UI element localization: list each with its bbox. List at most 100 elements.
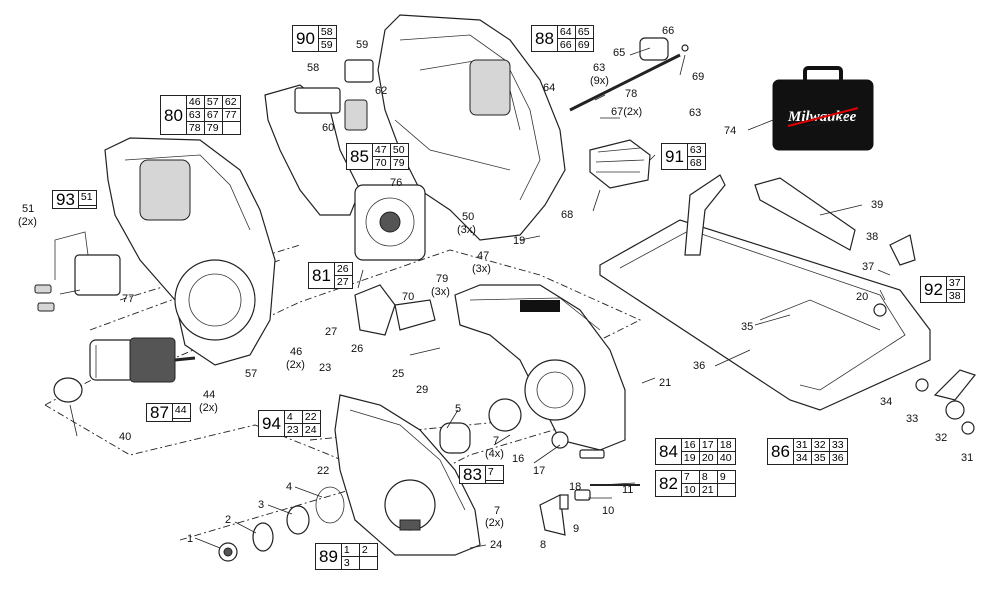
kit-part: 24 bbox=[304, 424, 317, 436]
callout-22: 22 bbox=[317, 465, 329, 477]
callout-16: 16 bbox=[512, 453, 524, 465]
dust-chute bbox=[354, 284, 436, 336]
callout-50-qty: (3x) bbox=[457, 224, 476, 236]
kit-part: 7 bbox=[485, 466, 503, 481]
kit-part bbox=[718, 484, 735, 496]
callout-79-qty: (3x) bbox=[431, 286, 450, 298]
kit-81: 81 26 27 bbox=[308, 262, 353, 289]
kit-part: 9 bbox=[717, 471, 735, 484]
callout-29: 29 bbox=[416, 384, 428, 396]
kit-part: 62 bbox=[222, 96, 240, 109]
callout-17: 17 bbox=[533, 465, 545, 477]
callout-44: 44 bbox=[203, 389, 215, 401]
kit-number: 81 bbox=[309, 263, 335, 288]
callout-1: 1 bbox=[187, 533, 193, 545]
kit-part: 26 bbox=[334, 263, 352, 276]
callout-64: 64 bbox=[543, 82, 555, 94]
kit-part: 59 bbox=[320, 39, 333, 51]
kit-part: 46 bbox=[186, 96, 205, 109]
kit-part: 35 bbox=[812, 452, 830, 464]
callout-11: 11 bbox=[622, 484, 633, 496]
kit-80: 80 46 57 62 63 67 77 78 79 bbox=[160, 95, 241, 135]
callout-37: 37 bbox=[862, 261, 874, 273]
kit-number: 84 bbox=[656, 439, 682, 464]
kit-part-empty bbox=[223, 122, 240, 134]
kit-91: 91 63 68 bbox=[661, 143, 706, 170]
kit-part: 7 bbox=[681, 471, 700, 484]
callout-50: 50 bbox=[462, 211, 474, 223]
kit-part: 31 bbox=[793, 439, 812, 452]
kit-number: 89 bbox=[316, 544, 342, 569]
bevel-parts bbox=[915, 369, 977, 435]
callout-34: 34 bbox=[880, 396, 892, 408]
kit-93: 93 51 bbox=[52, 190, 97, 209]
callout-69: 69 bbox=[692, 71, 704, 83]
kit-part: 58 bbox=[318, 26, 336, 39]
kit-number: 87 bbox=[147, 404, 173, 421]
callout-68: 68 bbox=[561, 209, 573, 221]
callout-7b-qty: (2x) bbox=[485, 517, 504, 529]
callout-24: 24 bbox=[490, 539, 502, 551]
leader-lines bbox=[59, 47, 891, 549]
callout-77: 77 bbox=[122, 293, 134, 305]
kit-part: 8 bbox=[699, 471, 718, 484]
callout-32: 32 bbox=[935, 432, 947, 444]
callout-19: 19 bbox=[513, 235, 525, 247]
kit-86: 86 31 32 33 34 35 36 bbox=[767, 438, 848, 465]
callout-36: 36 bbox=[693, 360, 705, 372]
electronics-assembly bbox=[264, 59, 426, 261]
callout-62: 62 bbox=[375, 85, 387, 97]
callout-3: 3 bbox=[258, 499, 264, 511]
callout-8: 8 bbox=[540, 539, 546, 551]
kit-part: 68 bbox=[689, 157, 702, 169]
callout-20: 20 bbox=[856, 291, 868, 303]
kit-part: 34 bbox=[794, 452, 812, 464]
kit-number: 86 bbox=[768, 439, 794, 464]
callout-26: 26 bbox=[351, 343, 363, 355]
kit-89: 89 1 2 3 bbox=[315, 543, 378, 570]
kit-part: 63 bbox=[186, 109, 205, 122]
callout-74: 74 bbox=[724, 125, 736, 137]
kit-part: 51 bbox=[78, 191, 96, 206]
blade-guard bbox=[334, 394, 481, 556]
callout-63b: 63 bbox=[689, 107, 701, 119]
kit-part: 40 bbox=[719, 452, 732, 464]
kit-part: 47 bbox=[372, 144, 391, 157]
callout-66: 66 bbox=[662, 25, 674, 37]
kit-part: 66 bbox=[558, 39, 576, 51]
callout-4: 4 bbox=[286, 481, 292, 493]
kit-part: 50 bbox=[390, 144, 408, 157]
kit-83: 83 7 bbox=[459, 465, 504, 484]
kit-part: 32 bbox=[811, 439, 830, 452]
upper-housing bbox=[377, 14, 566, 241]
kit-number: 88 bbox=[532, 26, 558, 51]
kit-part: 23 bbox=[285, 424, 303, 436]
kit-part: 22 bbox=[302, 411, 320, 424]
kit-part: 17 bbox=[699, 439, 718, 452]
callout-7: 7 bbox=[493, 435, 499, 447]
callout-67: 67(2x) bbox=[611, 106, 642, 118]
kit-part: 20 bbox=[700, 452, 718, 464]
kit-part bbox=[486, 481, 503, 483]
kit-92: 92 37 38 bbox=[920, 276, 965, 303]
callout-21: 21 bbox=[659, 377, 671, 389]
kit-part: 37 bbox=[946, 277, 964, 290]
adjustment-parts bbox=[539, 431, 640, 536]
callout-2: 2 bbox=[225, 514, 231, 526]
kit-part: 16 bbox=[681, 439, 700, 452]
kit-part: 78 bbox=[187, 122, 205, 134]
shaft-assembly bbox=[569, 37, 689, 112]
callout-60: 60 bbox=[322, 122, 334, 134]
callout-38: 38 bbox=[866, 231, 878, 243]
kit-number: 91 bbox=[662, 144, 688, 169]
armature bbox=[53, 337, 196, 403]
callout-35: 35 bbox=[741, 321, 753, 333]
kit-part: 27 bbox=[336, 276, 349, 288]
callout-70: 70 bbox=[402, 291, 414, 303]
kit-part: 57 bbox=[204, 96, 223, 109]
callout-79: 79 bbox=[436, 273, 448, 285]
kit-number: 80 bbox=[161, 96, 187, 134]
kit-part: 10 bbox=[682, 484, 700, 496]
lower-motor-housing bbox=[454, 284, 626, 451]
